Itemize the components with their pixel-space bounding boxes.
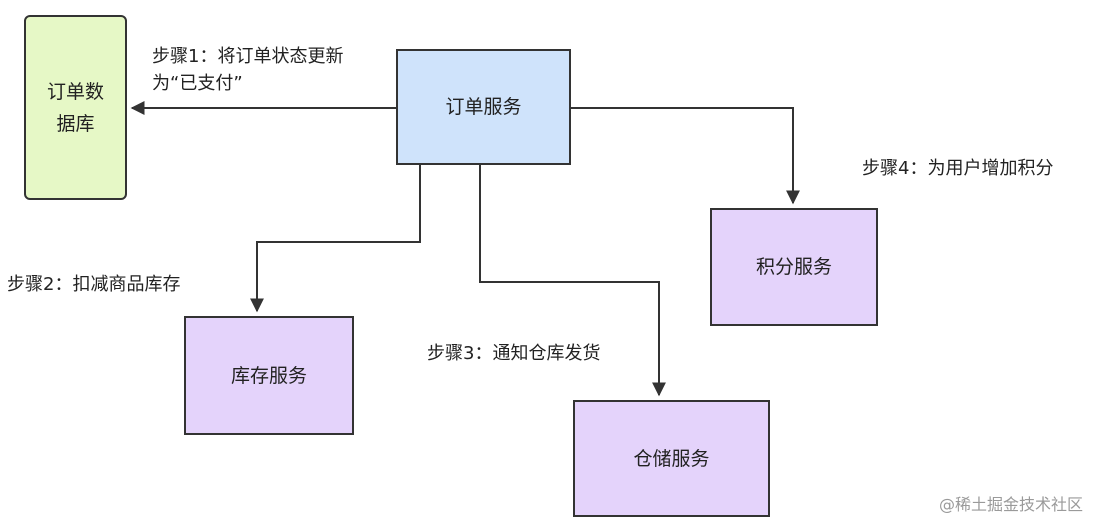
- step4-label: 步骤4：为用户增加积分: [862, 158, 1054, 179]
- order-service-node: 订单服务: [396, 49, 571, 165]
- warehouse-service-label: 仓储服务: [633, 447, 710, 470]
- step2-label: 步骤2：扣减商品库存: [7, 274, 181, 295]
- warehouse-service-node: 仓储服务: [573, 400, 770, 517]
- stock-service-label: 库存服务: [230, 364, 307, 387]
- points-service-node: 积分服务: [710, 208, 878, 326]
- step3-label: 步骤3：通知仓库发货: [427, 343, 601, 364]
- order-database-node: 订单数据库: [24, 15, 127, 200]
- watermark-text: @稀土掘金技术社区: [938, 495, 1083, 514]
- connector-step3: [479, 165, 666, 397]
- connector-step2: [250, 165, 421, 313]
- step1-label: 步骤1：将订单状态更新为“已支付”: [152, 46, 344, 94]
- points-service-label: 积分服务: [755, 256, 832, 278]
- order-database-label: 订单数据库: [46, 80, 104, 135]
- stock-service-node: 库存服务: [184, 316, 354, 435]
- order-service-label: 订单服务: [445, 96, 522, 118]
- connector-step4: [571, 107, 800, 205]
